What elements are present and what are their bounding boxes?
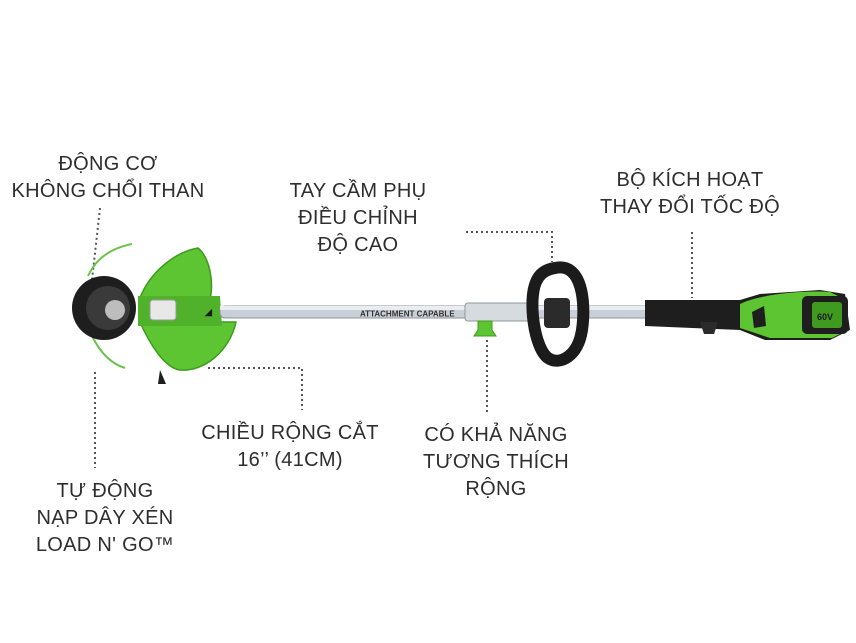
callout-auto-line-feed: TỰ ĐỘNG NẠP DÂY XÉN LOAD N' GO™ <box>10 478 200 559</box>
callout-line: KHÔNG CHỔI THAN <box>11 180 205 202</box>
rear-grip: 60V <box>645 290 850 340</box>
callout-line: ĐỘNG CƠ <box>58 153 158 175</box>
callout-line: TỰ ĐỘNG <box>56 480 154 502</box>
callout-line: ĐỘ CAO <box>317 234 399 256</box>
guard-upper <box>138 247 213 301</box>
callout-brushless-motor: ĐỘNG CƠ KHÔNG CHỔI THAN <box>0 151 216 205</box>
callout-line: NẠP DÂY XÉN <box>36 507 174 529</box>
guard-lower <box>138 321 237 371</box>
callout-line: CHIỀU RỘNG CẮT <box>201 422 379 444</box>
leader-width <box>208 367 303 410</box>
callout-line: ĐIỀU CHỈNH <box>298 207 418 229</box>
trigger <box>700 322 718 334</box>
shaft-text: ATTACHMENT CAPABLE <box>360 310 455 319</box>
callout-line: 16’’ (41CM) <box>237 449 343 471</box>
leader-handle <box>466 231 553 262</box>
callout-line: RỘNG <box>465 478 527 500</box>
callout-variable-speed-trigger: BỘ KÍCH HOẠT THAY ĐỔI TỐC ĐỘ <box>582 167 798 221</box>
callout-line: LOAD N' GO™ <box>35 534 175 556</box>
callout-line: CÓ KHẢ NĂNG <box>424 424 568 446</box>
callout-attachment-compatible: CÓ KHẢ NĂNG TƯƠNG THÍCH RỘNG <box>396 422 596 503</box>
shaft: ATTACHMENT CAPABLE <box>219 302 651 337</box>
coupler-knob <box>473 320 497 337</box>
callout-line: TƯƠNG THÍCH <box>422 451 570 473</box>
trimmer-head: ◢ <box>72 243 237 384</box>
callout-line: THAY ĐỔI TỐC ĐỘ <box>599 196 781 218</box>
callout-line: BỘ KÍCH HOẠT <box>616 169 764 191</box>
d-handle <box>526 261 590 367</box>
callout-adjustable-handle: TAY CẦM PHỤ ĐIỀU CHỈNH ĐỘ CAO <box>258 178 458 259</box>
trim-line-arc-bottom <box>91 335 126 369</box>
svg-text:◢: ◢ <box>204 307 213 317</box>
callout-cutting-width: CHIỀU RỘNG CẮT 16’’ (41CM) <box>180 420 400 474</box>
leader-motor <box>91 207 101 281</box>
trim-line-arc-top <box>87 243 133 277</box>
callout-line: TAY CẦM PHỤ <box>289 180 427 202</box>
battery-text: 60V <box>817 312 833 322</box>
